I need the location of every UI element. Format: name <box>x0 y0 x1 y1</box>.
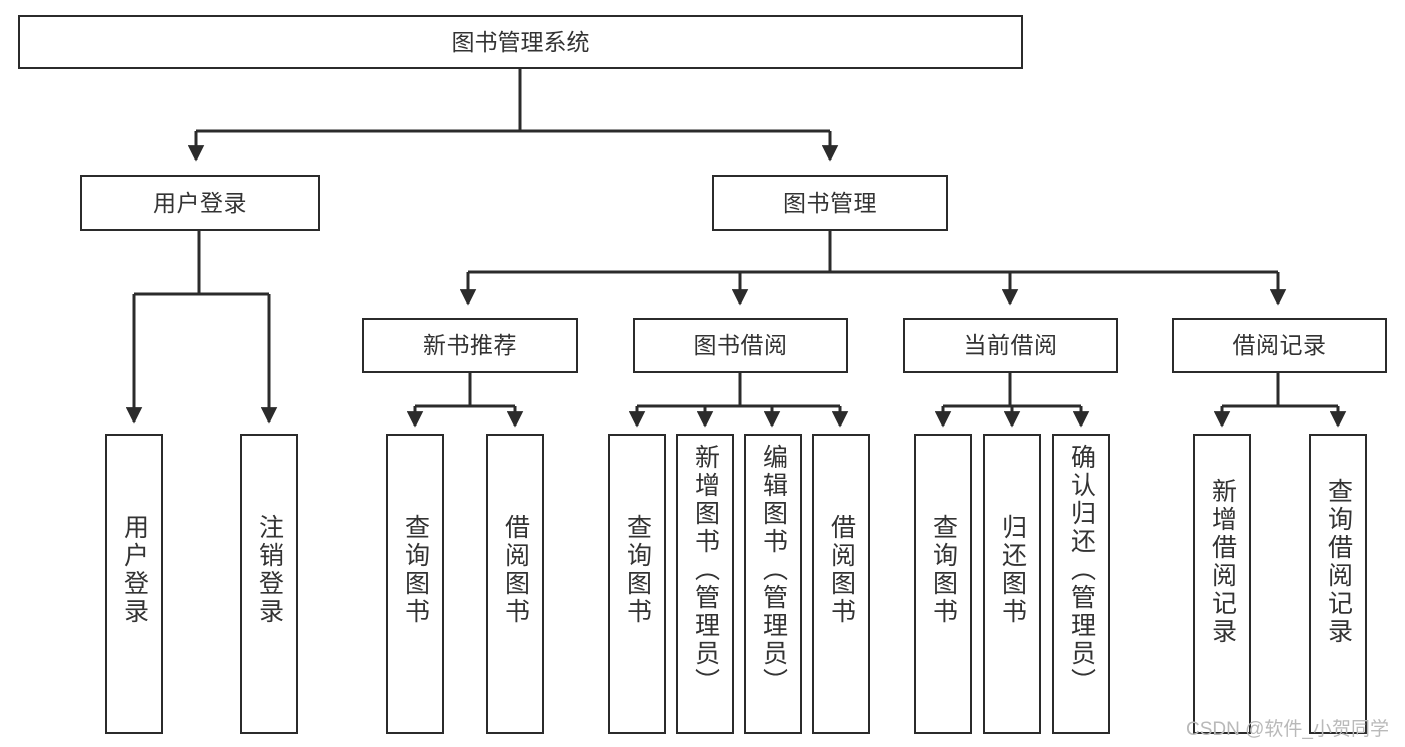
leaf-confirm-return-admin[interactable]: 确认归还（管理员） <box>1052 434 1110 734</box>
leaf-add-borrow-record[interactable]: 新增借阅记录 <box>1193 434 1251 734</box>
leaf-add-book-admin[interactable]: 新增图书（管理员） <box>676 434 734 734</box>
node-label: 当前借阅 <box>963 332 1058 358</box>
node-label: 借阅图书 <box>827 514 856 626</box>
node-root-system[interactable]: 图书管理系统 <box>18 15 1023 69</box>
node-label: 查询图书 <box>401 514 430 626</box>
node-current-borrow[interactable]: 当前借阅 <box>903 318 1118 373</box>
node-user-login[interactable]: 用户登录 <box>80 175 320 231</box>
node-label: 借阅图书 <box>501 514 530 626</box>
node-book-management[interactable]: 图书管理 <box>712 175 948 231</box>
leaf-user-logout[interactable]: 注销登录 <box>240 434 298 734</box>
node-label: 新增图书（管理员） <box>691 444 720 696</box>
leaf-borrow-book[interactable]: 借阅图书 <box>812 434 870 734</box>
leaf-query-book-current[interactable]: 查询图书 <box>914 434 972 734</box>
node-label: 确认归还（管理员） <box>1067 444 1096 696</box>
node-label: 借阅记录 <box>1232 332 1327 358</box>
node-label: 新书推荐 <box>423 332 517 358</box>
node-label: 查询图书 <box>929 514 958 626</box>
node-book-borrow[interactable]: 图书借阅 <box>633 318 848 373</box>
node-label: 图书管理系统 <box>451 28 590 55</box>
node-label: 查询图书 <box>623 514 652 626</box>
node-label: 编辑图书（管理员） <box>759 444 788 696</box>
csdn-watermark: CSDN @软件_小贺同学 <box>1186 719 1389 740</box>
leaf-return-book[interactable]: 归还图书 <box>983 434 1041 734</box>
leaf-query-book-borrow[interactable]: 查询图书 <box>608 434 666 734</box>
node-label: 注销登录 <box>255 514 284 626</box>
node-label: 查询借阅记录 <box>1324 478 1353 646</box>
leaf-edit-book-admin[interactable]: 编辑图书（管理员） <box>744 434 802 734</box>
node-label: 归还图书 <box>998 514 1027 626</box>
leaf-query-borrow-record[interactable]: 查询借阅记录 <box>1309 434 1367 734</box>
node-label: 用户登录 <box>153 189 247 216</box>
leaf-query-book-recommend[interactable]: 查询图书 <box>386 434 444 734</box>
node-label: 图书借阅 <box>693 332 788 358</box>
node-borrow-records[interactable]: 借阅记录 <box>1172 318 1387 373</box>
node-label: 用户登录 <box>120 514 149 626</box>
leaf-borrow-book-recommend[interactable]: 借阅图书 <box>486 434 544 734</box>
node-label: 图书管理 <box>783 189 877 216</box>
node-label: 新增借阅记录 <box>1208 478 1237 646</box>
leaf-user-login[interactable]: 用户登录 <box>105 434 163 734</box>
node-new-book-recommend[interactable]: 新书推荐 <box>362 318 578 373</box>
